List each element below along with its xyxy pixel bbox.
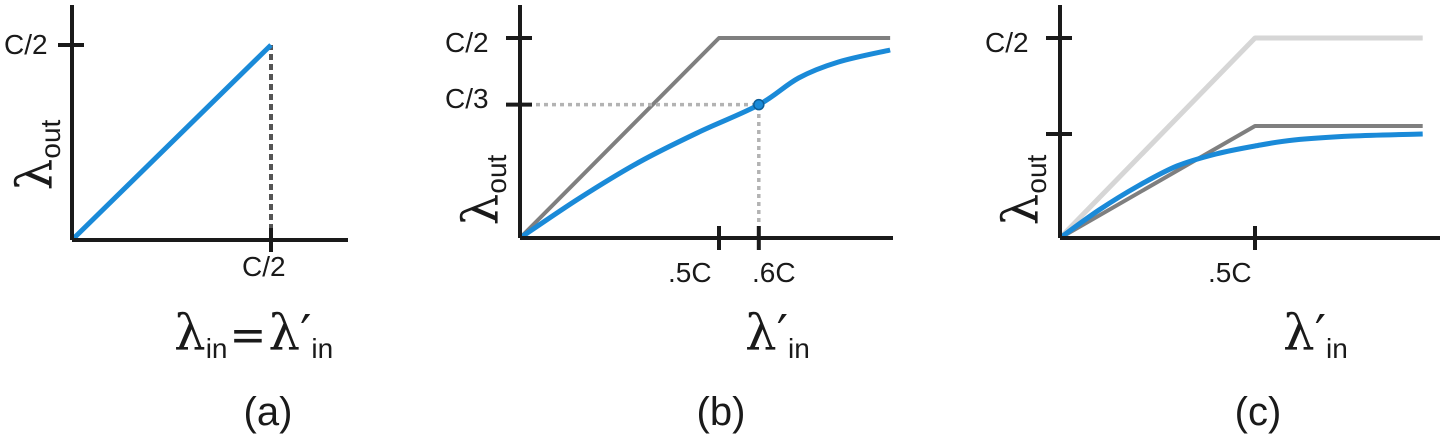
panel-b-ticks <box>506 36 761 250</box>
panel-a-ticks <box>58 43 273 252</box>
panel-b-marks <box>518 36 891 241</box>
panel-a-series-0-blue-line <box>70 43 273 242</box>
panel-a-marks <box>70 43 273 242</box>
panel-b-operating-point-0 <box>753 98 765 111</box>
panel-a-ytick-label-0: C/2 <box>4 29 48 60</box>
panel-b-ytick-label-0: C/2 <box>445 27 489 58</box>
panel-c-ytick-label-0: C/2 <box>985 27 1029 58</box>
panel-c-series-0-lightgray-line <box>1058 35 1423 240</box>
panel-a: C/2 C/2 λout λin=λ′in (a) <box>4 5 348 434</box>
panel-c-label: (c) <box>1235 390 1282 434</box>
panel-a-label: (a) <box>244 390 293 434</box>
panel-a-ylabel: λout <box>6 119 66 190</box>
panel-c-marks <box>1058 35 1423 241</box>
panel-b-xtick-label-0: .5C <box>668 257 712 288</box>
panel-c-xlabel: λ′in <box>1283 304 1348 364</box>
panel-b: C/2 C/3 .5C .6C λout λ′in (b) <box>445 5 893 434</box>
panel-c-xtick-label-0: .5C <box>1208 257 1252 288</box>
panel-c: C/2 .5C λout λ′in (c) <box>985 5 1440 434</box>
panel-c-ticks <box>1046 36 1257 250</box>
panel-b-ylabel: λout <box>452 154 512 225</box>
panel-b-label: (b) <box>697 390 746 434</box>
panel-a-xtick-label-0: C/2 <box>242 251 286 282</box>
panel-b-ytick-label-1: C/3 <box>445 83 489 114</box>
panel-a-xlabel: λin=λ′in <box>174 304 333 364</box>
panel-b-xlabel: λ′in <box>745 304 810 364</box>
panel-c-series-1-gray-line <box>1059 124 1423 240</box>
panel-b-series-1-blue-line <box>518 47 891 241</box>
panel-c-series-2-blue-line <box>1058 131 1423 241</box>
panel-b-xtick-label-1: .6C <box>752 257 796 288</box>
panel-b-series-0-gray-line <box>518 36 891 240</box>
panel-c-ylabel: λout <box>992 154 1052 225</box>
